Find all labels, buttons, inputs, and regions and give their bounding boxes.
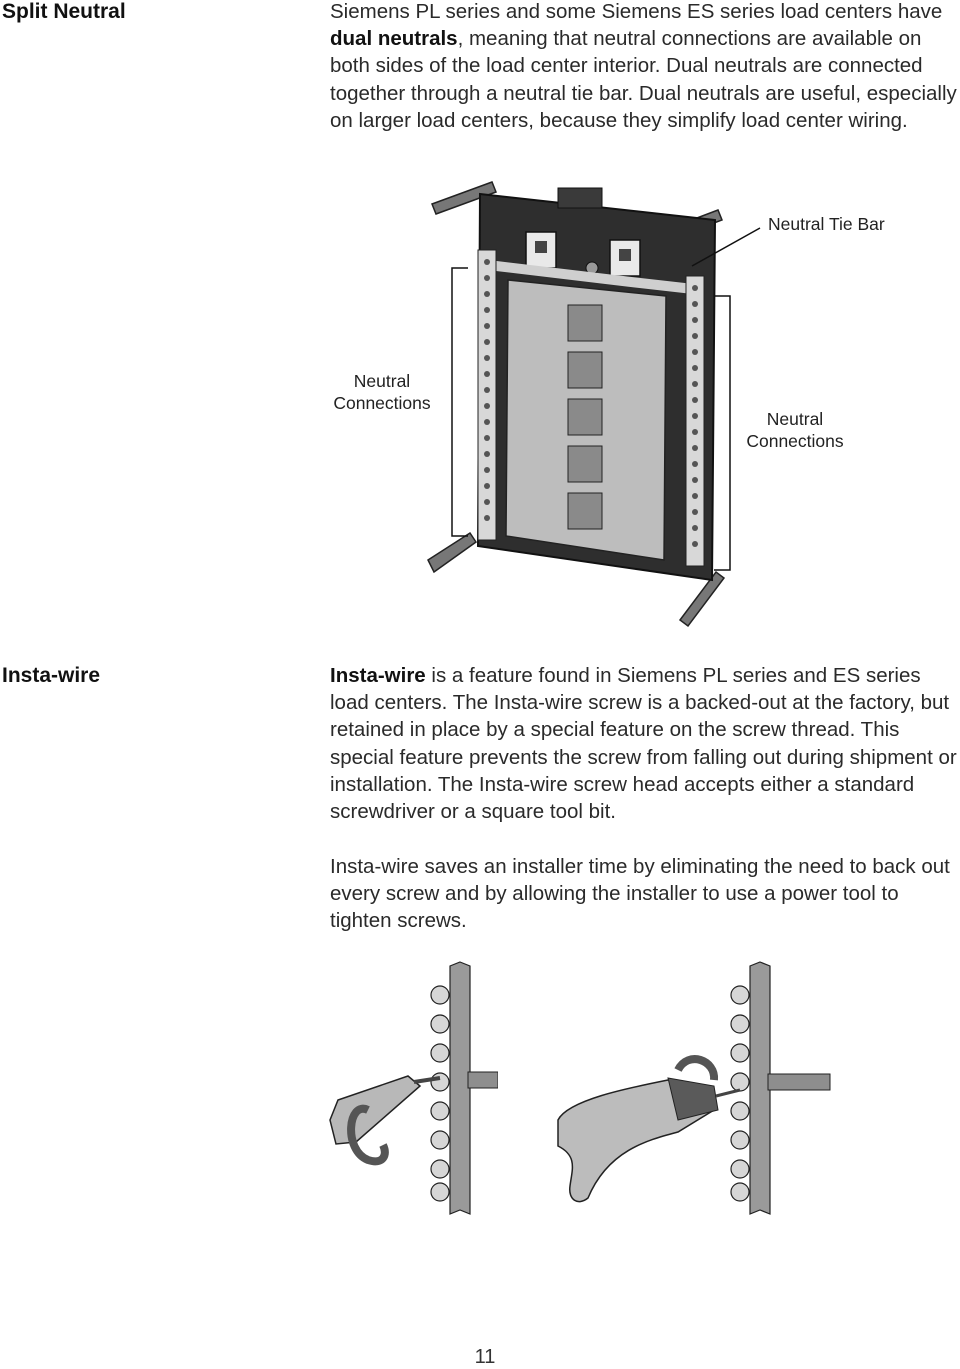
terminal-screws — [430, 985, 450, 1202]
insta-wire-paragraph-1: Insta-wire is a feature found in Siemens… — [330, 662, 960, 825]
callout-right-line1: Neutral — [766, 409, 824, 429]
callout-neutral-connections-left: Neutral Connections — [322, 370, 442, 414]
bus-stabs — [567, 304, 603, 530]
power-drill-illustration — [557, 961, 831, 1215]
main-lug-right — [609, 239, 641, 277]
section-heading-insta-wire: Insta-wire — [2, 664, 101, 687]
split-neutral-text-start: Siemens PL series and some Siemens ES se… — [330, 0, 943, 23]
load-center-illustration — [427, 181, 761, 628]
rotation-arrow-icon — [347, 1104, 389, 1166]
screwdriver-shaft — [413, 1076, 441, 1084]
neutral-bar-right — [685, 275, 705, 567]
left-connections-bracket — [451, 267, 468, 537]
callout-neutral-connections-right: Neutral Connections — [735, 408, 855, 452]
neutral-bar-left — [477, 249, 497, 541]
page-number: 11 — [474, 1346, 496, 1368]
dual-neutrals-term: dual neutrals — [330, 27, 458, 51]
insta-wire-text: is a feature found in Siemens PL series … — [330, 664, 957, 824]
right-connections-bracket — [714, 295, 731, 571]
drill-chuck — [667, 1077, 719, 1121]
split-neutral-paragraph: Siemens PL series and some Siemens ES se… — [330, 0, 960, 134]
conductor-wire — [467, 1071, 498, 1089]
callout-left-line1: Neutral — [353, 371, 411, 391]
insta-wire-paragraph-2: Insta-wire saves an installer time by el… — [330, 855, 950, 933]
callout-neutral-tie-bar: Neutral Tie Bar — [768, 214, 885, 234]
screwdriver-handle — [329, 1075, 422, 1145]
terminal-screws — [730, 985, 750, 1202]
conductor-wire — [767, 1073, 831, 1091]
section-heading-split-neutral: Split Neutral — [2, 0, 126, 23]
drill-bit — [715, 1088, 741, 1098]
neutral-bar-strip — [449, 961, 471, 1215]
tie-bar-leader-line — [691, 227, 761, 267]
main-lug-left — [525, 231, 557, 269]
callout-right-line2: Connections — [746, 431, 844, 451]
screwdriver-illustration — [329, 961, 498, 1215]
insta-wire-term: Insta-wire — [330, 664, 426, 687]
rotation-arrow-icon — [674, 1055, 718, 1081]
drill-body — [557, 1079, 715, 1203]
neutral-tie-bar — [487, 260, 703, 295]
callout-left-line2: Connections — [333, 393, 431, 413]
neutral-bar-strip — [749, 961, 771, 1215]
mounting-rail-left — [427, 181, 497, 574]
split-neutral-text-end: , meaning that neutral connections are a… — [330, 27, 957, 132]
